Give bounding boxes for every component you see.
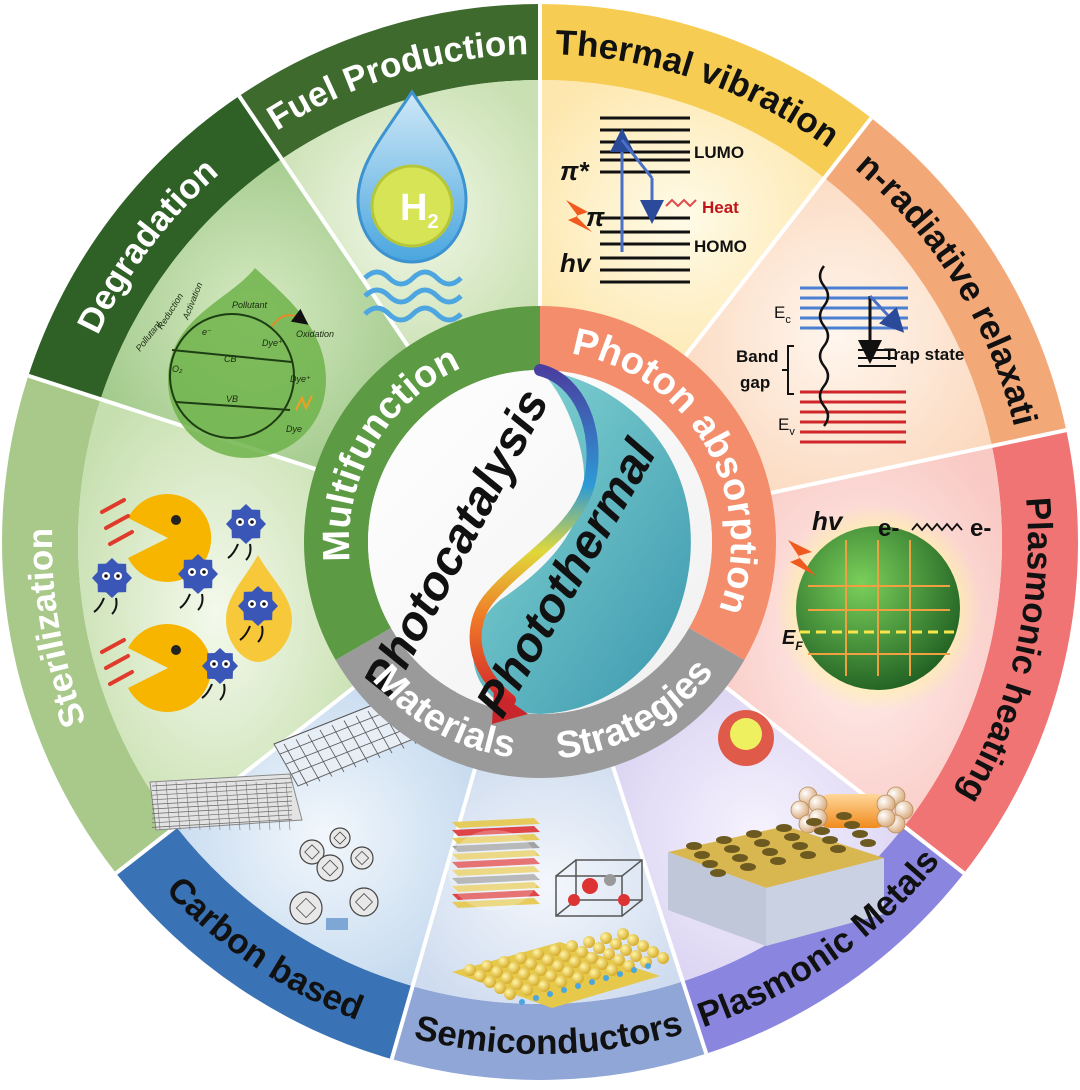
lightning-icon-thermal: [566, 200, 592, 232]
plasmonic-heating-illustration: hv e- e- EF: [774, 504, 991, 712]
divider-line: [770, 428, 1067, 495]
bacteria-group: [92, 504, 278, 701]
hv-label-plasmonic: hv: [812, 506, 844, 536]
rod-nanoparticles: [790, 786, 914, 834]
electron-label: e⁻: [202, 327, 212, 337]
hv-label-thermal: hv: [560, 248, 592, 278]
rim-band-plasmonic-heating: [904, 430, 1078, 874]
layered-crystal-icon: [448, 818, 540, 910]
inner-ring: [304, 306, 777, 779]
ef-label: EF: [782, 627, 803, 653]
catalyst-particle: [169, 313, 295, 439]
photothermal-lobe: [473, 370, 691, 714]
pacman-icon-2: [128, 624, 212, 712]
rainbow-arrowhead: [492, 690, 528, 724]
gap-label: gap: [740, 373, 770, 392]
oxidation-label: Oxidation: [296, 329, 334, 339]
rim-band-semiconductors: [391, 981, 707, 1081]
divider-line: [237, 94, 410, 348]
e-label-right: e-: [970, 515, 991, 542]
heat-label: Heat: [702, 198, 739, 217]
bracket: [782, 345, 794, 395]
fullerenes-icon: [289, 827, 379, 925]
bacteria-icon: [202, 648, 238, 684]
e-label-left: e-: [878, 515, 899, 542]
rim-band-sterilization: [1, 375, 176, 874]
speed-lines-icon: [100, 498, 134, 686]
nonradiative-illustration: Ec Ev Band gap Trap state: [736, 265, 964, 444]
ring-photon-absorption: [540, 306, 777, 660]
plasmonic-metals-illustration: [668, 710, 914, 946]
sterilization-illustration: [92, 494, 292, 712]
rim-band-plasmonic-metals: [682, 826, 964, 1054]
h2-label: H2: [400, 187, 439, 233]
activation-arrow: [271, 308, 309, 327]
o2-label: O₂: [172, 364, 183, 374]
pores: [686, 812, 876, 877]
panel-carbon-based: [175, 686, 476, 987]
carbon-illustration: [149, 676, 465, 930]
bacteria-icon: [226, 504, 266, 544]
bacteria-icon: [92, 558, 132, 598]
lumo-label: LUMO: [694, 143, 744, 162]
bacteria-icon: [178, 554, 218, 594]
cb-label: CB: [224, 354, 237, 364]
rainbow-arrow: [469, 364, 599, 706]
ec-label: Ec: [774, 303, 791, 326]
ev-label: Ev: [778, 415, 795, 438]
wavy-arrow: [818, 265, 830, 427]
fuel-illustration: H2: [356, 89, 468, 323]
pi-label: π: [586, 202, 605, 232]
waves-icon: [363, 269, 463, 323]
semiconductors-illustration: [448, 818, 669, 1008]
rim-band-thermal-vibration: [540, 4, 872, 178]
homo-label: HOMO: [694, 237, 747, 256]
lightning-icon-plasmonic: [788, 540, 816, 576]
small-flake: [326, 918, 348, 930]
graphene-sheet-icon: [149, 773, 303, 831]
band-label: Band: [736, 347, 779, 366]
rim-bands: [1, 4, 1078, 1081]
rim-band-carbon-based: [116, 826, 413, 1060]
nanorod-icon: [814, 794, 892, 828]
rim-band-non-radiative-relaxation: [824, 118, 1067, 446]
divider-line: [611, 765, 709, 1055]
bacteria-icon: [238, 586, 278, 626]
thermal-illustration: LUMO HOMO π* π hv Heat: [560, 116, 747, 284]
divider-line: [389, 768, 477, 1060]
vb-label: VB: [226, 394, 238, 404]
dye-label-c: Dye: [286, 424, 302, 434]
h2-bubble: [370, 164, 454, 248]
panel-non-radiative-relaxation: [684, 177, 992, 494]
trap-state-label: Trap state: [884, 345, 964, 364]
pollutant-label-1: Pollutant: [232, 300, 268, 310]
rim-band-fuel-production: [239, 4, 540, 159]
ring-materials-strategies: [335, 628, 745, 779]
rim-band-degradation: [28, 95, 282, 400]
electron-wave-icon: [911, 522, 963, 532]
dye-label-b: Dye⁺: [290, 374, 311, 384]
ring-multifunction: [304, 306, 540, 660]
divider-line: [683, 116, 873, 358]
dye-label-a: Dye⁺: [262, 338, 283, 348]
slab-atoms: [464, 928, 669, 1005]
heat-wave-icon: [665, 198, 697, 208]
sphere-grid: [808, 540, 950, 676]
pi-star-label: π*: [560, 156, 591, 186]
